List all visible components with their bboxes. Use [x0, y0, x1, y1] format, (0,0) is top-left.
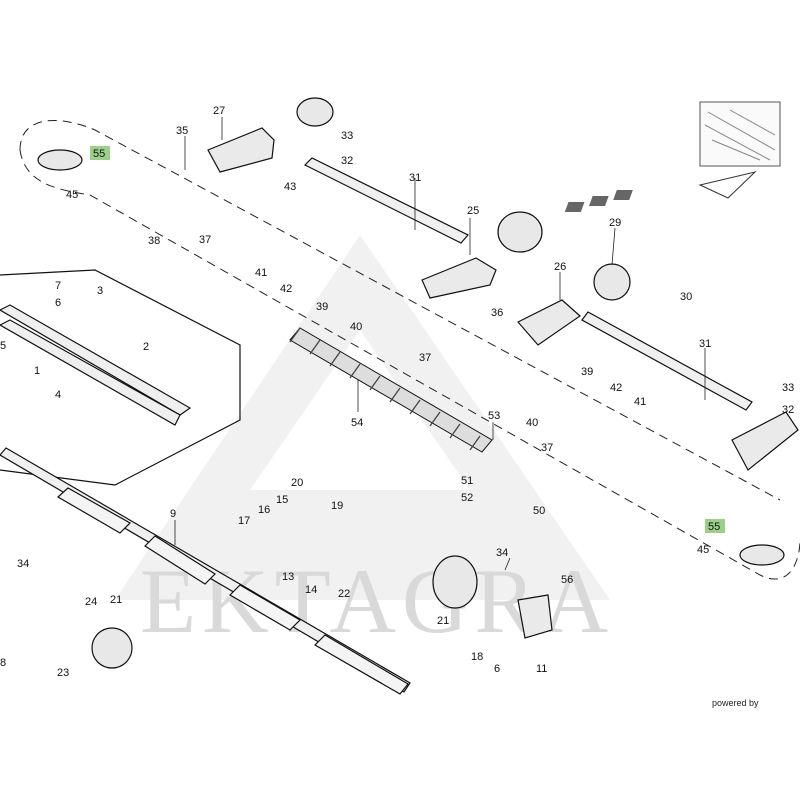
part-label: 41 [255, 267, 267, 279]
part-label: 35 [176, 125, 188, 137]
part-label: 31 [699, 338, 711, 350]
part-label: 39 [581, 366, 593, 378]
part-label: 42 [280, 283, 292, 295]
part-label: 54 [351, 417, 363, 429]
part-label: 37 [419, 352, 431, 364]
highlight-55-top [90, 146, 110, 160]
part-label: 55 [708, 521, 720, 533]
part-label: 16 [258, 504, 270, 516]
highlight-55-bottom [705, 519, 725, 533]
part-label: 1 [34, 365, 40, 377]
part-label: 45 [66, 189, 78, 201]
part-label: 23 [57, 667, 69, 679]
part-label: 29 [609, 217, 621, 229]
tubes [56, 487, 409, 695]
part-label: 37 [199, 234, 211, 246]
part-label: 19 [331, 500, 343, 512]
part-label: 52 [461, 492, 473, 504]
part-label: 30 [680, 291, 692, 303]
part-label: 20 [291, 477, 303, 489]
part-label: 21 [437, 615, 449, 627]
part-label: 55 [93, 148, 105, 160]
part-label: 11 [536, 663, 547, 675]
part-label: 33 [341, 130, 353, 142]
belt-path [19, 120, 800, 580]
part-label: 6 [55, 297, 61, 309]
part-label: 53 [488, 410, 500, 422]
part-label: 2 [143, 341, 149, 353]
part-label: 3 [97, 285, 103, 297]
part-label: 39 [316, 301, 328, 313]
part-label: 45 [697, 544, 709, 556]
knife-assembly-inset [0, 269, 241, 486]
part-label: 5 [0, 340, 6, 352]
part-label: 7 [55, 280, 61, 292]
part-label: 40 [350, 321, 362, 333]
part-label: 41 [634, 396, 646, 408]
part-label: 32 [782, 404, 794, 416]
spring [289, 327, 493, 453]
part-label: 34 [17, 558, 29, 570]
part-label: 25 [467, 205, 479, 217]
part-label: 31 [409, 172, 421, 184]
brackets [207, 127, 799, 639]
pulleys [37, 97, 785, 669]
part-label: 9 [170, 508, 176, 520]
part-label: 24 [85, 596, 97, 608]
leader-lines [174, 117, 706, 571]
part-label: 6 [494, 663, 500, 675]
part-label: 37 [541, 442, 553, 454]
part-label: 38 [148, 235, 160, 247]
part-label: 50 [533, 505, 545, 517]
part-label: 17 [238, 515, 250, 527]
part-labels: 1 2 3 4 5 6 6 7 8 9 11 13 14 15 16 17 18… [0, 105, 794, 679]
part-label: 32 [341, 155, 353, 167]
powered-by-text: powered by [712, 698, 759, 708]
part-label: 21 [110, 594, 122, 606]
part-label: 51 [461, 475, 473, 487]
thumbnail-inset [699, 101, 781, 167]
watermark-logo: EKTAGRA [115, 235, 610, 652]
part-label: 56 [561, 574, 573, 586]
part-label: 15 [276, 494, 288, 506]
part-label: 18 [471, 651, 483, 663]
part-label: 22 [338, 588, 350, 600]
part-label: 26 [554, 261, 566, 273]
knife-bar [0, 304, 192, 426]
part-label: 13 [282, 571, 294, 583]
part-label: 8 [0, 657, 6, 669]
part-label: 34 [496, 547, 508, 559]
part-label: 14 [305, 584, 317, 596]
part-label: 33 [782, 382, 794, 394]
part-label: 4 [55, 389, 61, 401]
part-label: 36 [491, 307, 503, 319]
direction-arrow-icon [564, 171, 757, 212]
part-label: 43 [284, 181, 296, 193]
part-label: 42 [610, 382, 622, 394]
part-label: 40 [526, 417, 538, 429]
part-label: 27 [213, 105, 225, 117]
